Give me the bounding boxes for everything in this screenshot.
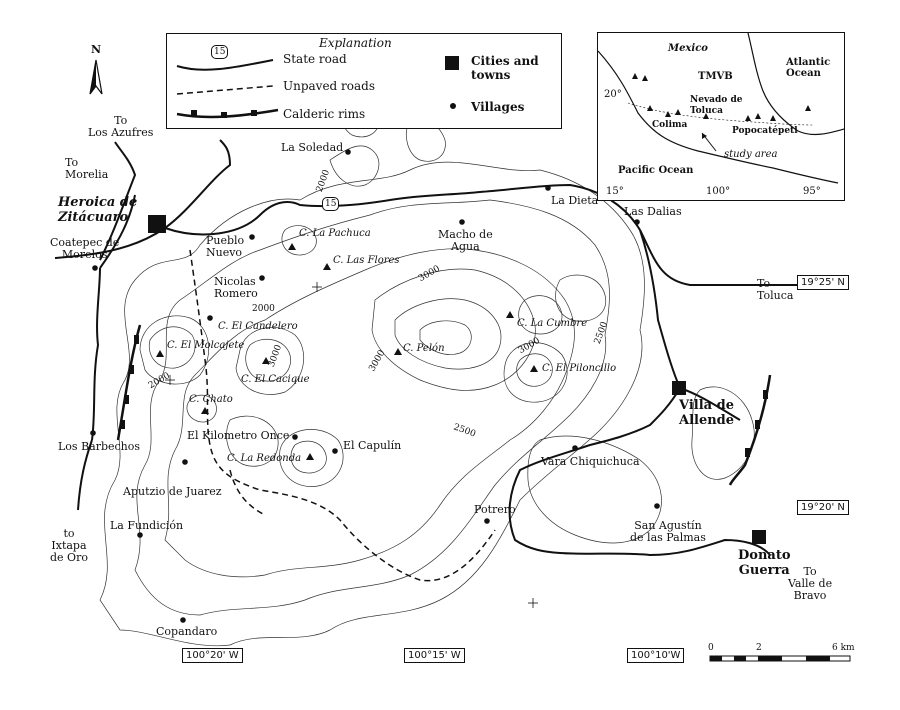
scale-bar-graphic [709,655,851,662]
label-la-fundicion: La Fundición [110,519,184,532]
village-dots [90,149,660,623]
label-c-las-flores: C. Las Flores [333,255,400,266]
label-vara-chiquichuca: Vara Chiquichuca [541,455,640,468]
inset-lon-95: 95° [803,186,821,197]
label-c-la-redonda: C. La Redonda [227,453,302,464]
inset-colima: Colima [652,120,688,130]
contour-lines [99,98,755,647]
north-arrow: N [86,44,106,104]
label-nicolas-romero: Nicolas Romero [214,275,258,300]
scale-bar: 0 2 6 km [708,642,858,670]
label-las-dalias: Las Dalias [624,205,682,218]
label-c-pelon: C. Pelón [403,343,445,354]
coord-lon-100-20: 100°20' W [182,648,243,663]
inset-mexico: Mexico [668,43,708,54]
label-la-soledad: La Soledad [281,141,344,154]
label-macho-de-agua: Macho de Agua [438,228,493,253]
inset-nevado: Nevado de Toluca [690,95,743,116]
legend-unpaved: Unpaved roads [283,79,376,93]
label-c-la-cumbre: C. La Cumbre [517,318,588,329]
label-c-la-pachuca: C. La Pachuca [299,228,371,239]
label-coatepec-de-morelos: Coatepec de Morelos [50,236,120,261]
label-c-el-molcajete: C. El Molcajete [167,340,245,351]
label-c-chato: C. Chato [189,394,233,405]
inset-coastline [598,33,844,184]
inset-pacific: Pacific Ocean [618,165,694,176]
label-to-los-azufres: To Los Azufres [88,114,154,139]
inset-lon-15: 15° [606,186,624,197]
label-donato-guerra: Donato Guerra [738,548,791,578]
legend-cities: Cities and towns [471,54,539,82]
contour-label: 2000 [252,304,275,314]
legend-city-square [445,56,459,70]
scale-two: 2 [756,643,762,653]
inset-map: Mexico Atlantic Ocean TMVB 20° Nevado de… [597,32,845,201]
label-villa-de-allende: Villa de Allende [679,398,735,428]
inset-lon-100: 100° [706,186,731,197]
coord-lat-19-25: 19°25' N [797,275,849,290]
scale-six: 6 km [832,643,855,653]
label-el-capulin: El Capulín [343,439,402,452]
label-el-kilometro-once: El Kilometro Once [187,429,290,442]
legend-symbols [176,59,279,119]
legend-rims: Calderic rims [283,107,366,121]
label-la-dieta: La Dieta [551,194,599,207]
legend-village-dot [450,103,456,109]
label-potrero: Potrero [474,503,516,516]
coord-lat-19-20: 19°20' N [797,500,849,515]
inset-tmvb: TMVB [698,71,733,82]
label-to-toluca: To Toluca [757,277,794,302]
label-pueblo-nuevo: Pueblo Nuevo [206,234,245,259]
city-markers [148,215,766,544]
legend-state-road: State road [283,52,347,66]
north-label: N [91,43,102,56]
road-shield-15: 15 [322,197,340,211]
coord-lon-100-15: 100°15' W [404,648,465,663]
scale-zero: 0 [708,643,714,653]
label-san-agustin-de-las-palmas: San Agustín de las Palmas [630,519,706,544]
inset-atlantic: Atlantic Ocean [786,57,831,79]
legend-box: Explanation 15 State road Unpaved roads … [166,33,562,129]
north-arrow-icon [89,59,103,95]
label-to-morelia: To Morelia [65,156,109,181]
legend-villages: Villages [471,100,525,114]
label-aputzio-de-juarez: Aputzio de Juarez [123,485,222,498]
inset-lat-20: 20° [604,89,622,100]
label-to-ixtapa-de-oro: to Ixtapa de Oro [50,527,88,564]
peak-markers [156,243,538,460]
label-los-barbechos: Los Barbechos [58,440,141,453]
label-heroica-de-zitacuaro: Heroica de Zitácuaro [58,195,138,225]
inset-study-area: study area [724,149,778,160]
caldera-ticks [120,335,768,457]
label-to-valle-de-bravo: To Valle de Bravo [788,565,833,602]
inset-popocatepetl: Popocatépetl [732,126,798,136]
label-copandaro: Copandaro [156,625,218,638]
coord-lon-100-10: 100°10'W [627,648,685,663]
legend-title: Explanation [319,36,392,50]
grid-ticks [165,282,538,608]
state-roads [54,139,800,557]
legend-road-shield: 15 [211,45,229,59]
label-c-el-cacique: C. El Cacique [241,374,310,385]
label-c-el-piloncillo: C. El Piloncillo [542,363,617,374]
unpaved-roads [189,249,496,582]
label-c-el-candelero: C. El Candelero [218,321,298,332]
